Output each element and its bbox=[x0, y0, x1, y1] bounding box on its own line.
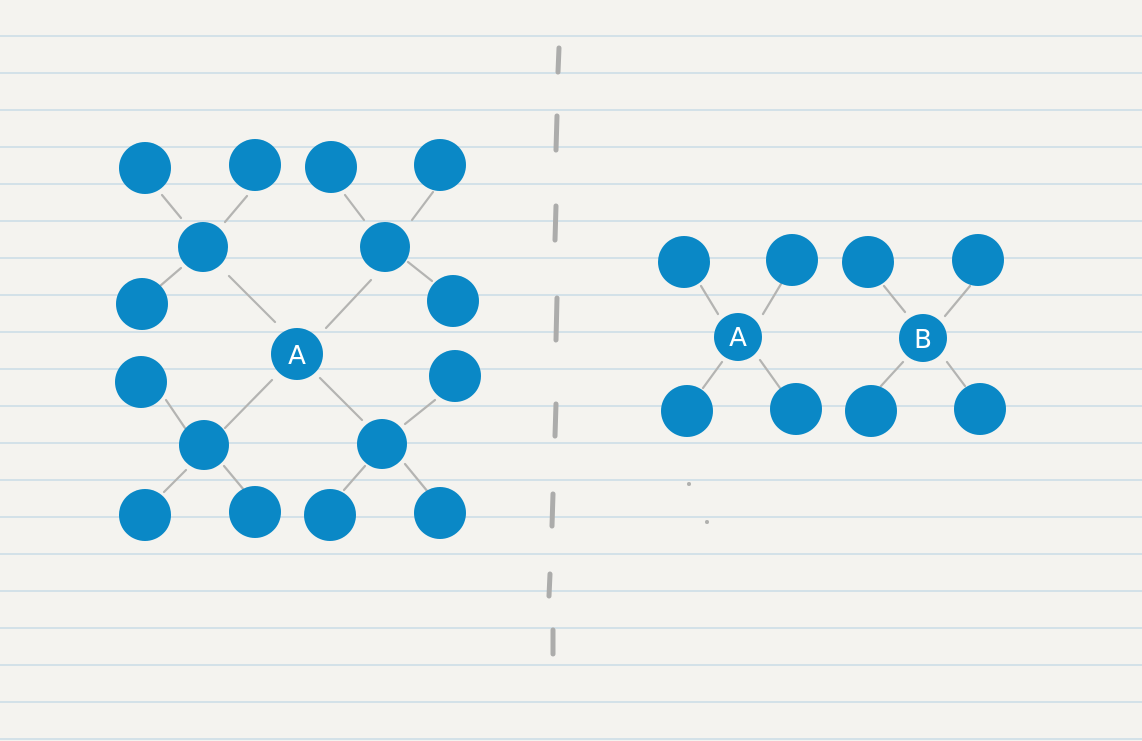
edge bbox=[324, 278, 373, 330]
leaf-node bbox=[661, 385, 713, 437]
edge bbox=[406, 260, 434, 283]
left-network: A bbox=[115, 139, 481, 541]
divider-dash bbox=[552, 401, 559, 439]
edge bbox=[701, 360, 724, 390]
leaf-node bbox=[658, 236, 710, 288]
leaf-node bbox=[414, 487, 466, 539]
edge bbox=[945, 360, 967, 388]
leaf-node bbox=[845, 385, 897, 437]
edge bbox=[943, 284, 972, 318]
edge bbox=[761, 282, 783, 316]
right-network-edges bbox=[699, 282, 972, 390]
divider-dash bbox=[553, 113, 560, 153]
hub-node-circle bbox=[271, 328, 323, 380]
edge bbox=[758, 358, 782, 390]
leaf-node bbox=[842, 236, 894, 288]
intermediate-node bbox=[357, 419, 407, 469]
leaf-node bbox=[119, 489, 171, 541]
edge bbox=[223, 194, 249, 224]
edge bbox=[222, 464, 246, 492]
divider-dash bbox=[552, 203, 559, 243]
hub-node-label: A bbox=[288, 341, 306, 371]
edge bbox=[318, 376, 364, 422]
leaf-node bbox=[305, 141, 357, 193]
intermediate-node bbox=[179, 420, 229, 470]
left-network-intermediates bbox=[178, 222, 410, 470]
edge bbox=[162, 468, 188, 494]
leaf-node bbox=[116, 278, 168, 330]
right-network-leaves bbox=[658, 234, 1006, 437]
edge bbox=[227, 274, 277, 324]
dashed-divider bbox=[546, 45, 562, 657]
edge bbox=[879, 360, 905, 388]
edge bbox=[343, 193, 366, 222]
leaf-node bbox=[229, 486, 281, 538]
speck bbox=[687, 482, 691, 486]
leaf-node bbox=[429, 350, 481, 402]
edge bbox=[403, 398, 437, 426]
intermediate-node bbox=[178, 222, 228, 272]
leaf-node bbox=[115, 356, 167, 408]
leaf-node bbox=[304, 489, 356, 541]
leaf-node bbox=[952, 234, 1004, 286]
divider-dash bbox=[555, 45, 562, 75]
edge bbox=[699, 284, 720, 316]
left-network-leaves bbox=[115, 139, 481, 541]
leaf-node bbox=[954, 383, 1006, 435]
hub-node-a: A bbox=[271, 328, 323, 380]
leaf-node bbox=[119, 142, 171, 194]
hub-node-circle bbox=[899, 314, 947, 362]
edge bbox=[160, 193, 183, 220]
divider-dash bbox=[546, 571, 553, 599]
leaf-node bbox=[427, 275, 479, 327]
edge bbox=[164, 398, 187, 430]
edge bbox=[158, 266, 183, 288]
edge bbox=[410, 190, 435, 222]
hub-node-circle bbox=[714, 313, 762, 361]
leaf-node bbox=[770, 383, 822, 435]
edge bbox=[403, 462, 430, 494]
edge bbox=[882, 284, 907, 314]
edge bbox=[223, 378, 274, 430]
hub-node-label: A bbox=[729, 323, 747, 353]
edge bbox=[342, 464, 367, 492]
left-network-edges bbox=[158, 190, 437, 494]
right-network: A B bbox=[658, 234, 1006, 437]
intermediate-node bbox=[360, 222, 410, 272]
hub-node-label: B bbox=[914, 325, 932, 355]
divider-dash bbox=[553, 295, 560, 343]
leaf-node bbox=[414, 139, 466, 191]
leaf-node bbox=[766, 234, 818, 286]
hub-node-b-right: B bbox=[899, 314, 947, 362]
speck bbox=[705, 520, 709, 524]
hub-node-a-right: A bbox=[714, 313, 762, 361]
leaf-node bbox=[229, 139, 281, 191]
divider-dash bbox=[549, 491, 556, 529]
